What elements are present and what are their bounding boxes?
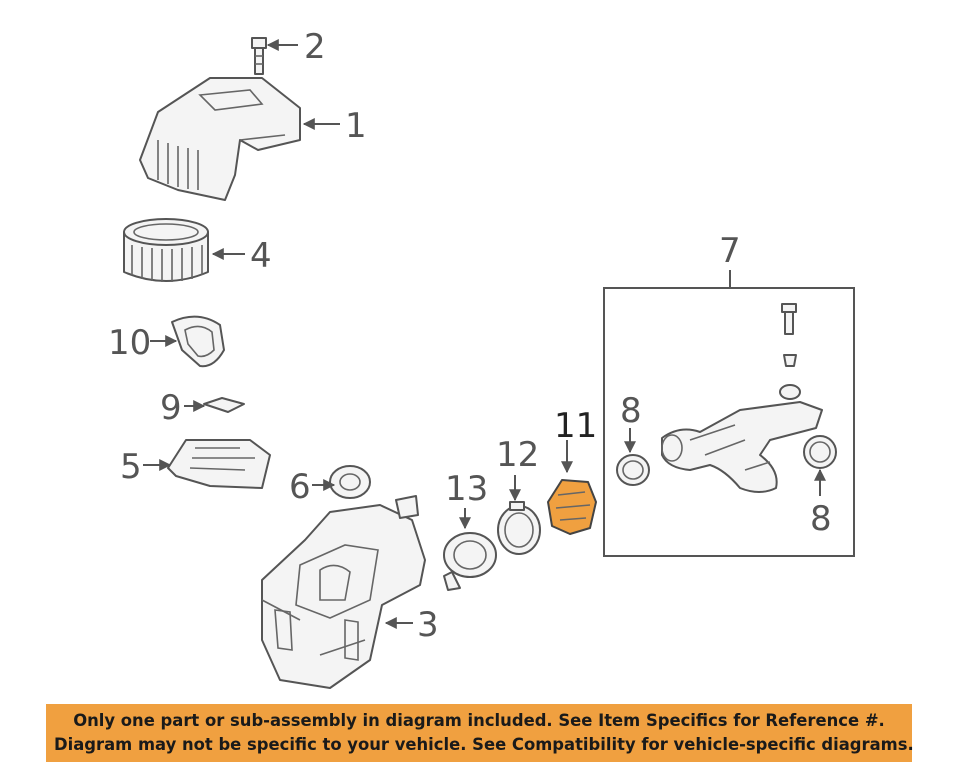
part-13-adaptor <box>443 532 497 591</box>
callout-5: 5 <box>120 447 142 487</box>
callout-8a: 8 <box>620 391 642 431</box>
disclaimer-line-2: Diagram may not be specific to your vehi… <box>54 735 914 754</box>
part-6-grommet <box>329 465 371 499</box>
callout-12: 12 <box>496 435 539 475</box>
disclaimer-line-1: Only one part or sub-assembly in diagram… <box>73 711 885 730</box>
callout-1: 1 <box>345 106 367 146</box>
callout-6: 6 <box>289 467 311 507</box>
callout-13: 13 <box>445 469 488 509</box>
part-7-intake-duct <box>661 303 823 493</box>
part-11-highlighted <box>547 479 597 535</box>
part-8-clamp-right <box>803 435 837 469</box>
callout-9: 9 <box>160 388 182 428</box>
callout-3: 3 <box>417 605 439 645</box>
part-1-engine-cover <box>139 77 301 201</box>
callout-8b: 8 <box>810 499 832 539</box>
callout-10: 10 <box>108 323 151 363</box>
callout-7: 7 <box>719 231 741 271</box>
part-3-housing <box>261 495 426 689</box>
part-2-bolt <box>251 37 267 75</box>
callout-2: 2 <box>304 27 326 67</box>
part-5-resonator <box>167 439 271 489</box>
part-4-air-filter <box>123 218 209 282</box>
disclaimer-banner: Only one part or sub-assembly in diagram… <box>46 704 914 762</box>
part-9-pad <box>203 397 245 413</box>
callout-11: 11 <box>554 406 597 446</box>
parts-diagram: 2 1 4 10 9 5 6 <box>108 27 855 689</box>
part-10-seal <box>171 315 225 368</box>
part-12-clamp <box>497 501 541 555</box>
callout-4: 4 <box>250 236 272 276</box>
part-8-clamp-left <box>616 454 650 486</box>
